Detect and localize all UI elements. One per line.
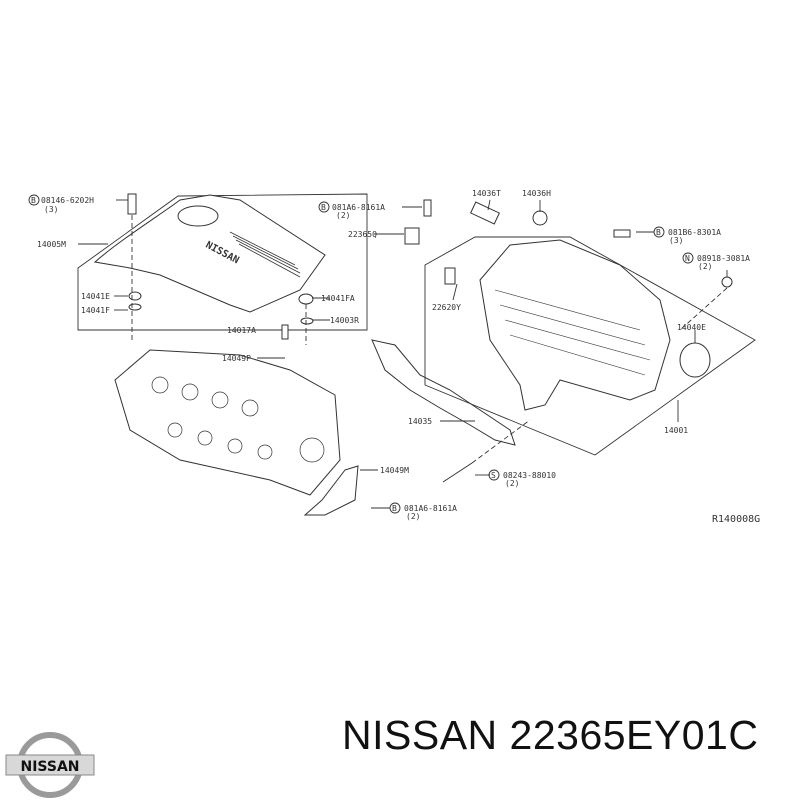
svg-text:(2): (2): [406, 512, 420, 521]
svg-text:S: S: [491, 471, 496, 480]
label-sensor: 22365Q: [348, 230, 377, 239]
label-cover: 14005M: [37, 240, 66, 249]
label-bolt-bracket: 081A6-8161A: [404, 504, 457, 513]
part-number-caption: NISSAN 22365EY01C: [342, 712, 759, 758]
label-bolt-r: 14003R: [330, 316, 359, 325]
label-bracket-p: 14049P: [222, 354, 251, 363]
manifold-outline: [424, 236, 756, 456]
plug: [470, 201, 500, 225]
label-bolt-a: 14017A: [227, 326, 256, 335]
label-gasket-ring: 14040E: [677, 323, 706, 332]
sensor: [404, 227, 420, 245]
label-bolt-manifold: 081B6-8301A: [668, 228, 721, 237]
clip: [532, 210, 548, 226]
label-grommet-e: 14041E: [81, 292, 110, 301]
label-top-left: 14036T: [472, 189, 501, 198]
valve: [444, 267, 456, 285]
label-valve: 22620Y: [432, 303, 461, 312]
parts-diagram: NISSAN: [28, 189, 760, 525]
ref-code: R140008G: [712, 514, 760, 525]
nut-icon: [721, 276, 733, 288]
svg-text:B: B: [321, 203, 326, 212]
cylinder-head: [114, 349, 341, 496]
label-gasket: 14035: [408, 417, 432, 426]
label-bracket-m: 14049M: [380, 466, 409, 475]
label-stud: 08243-88010: [503, 471, 556, 480]
svg-text:B: B: [656, 228, 661, 237]
svg-text:(3): (3): [44, 205, 58, 214]
svg-text:B: B: [392, 504, 397, 513]
label-nut: 08918-3081A: [697, 254, 750, 263]
svg-text:N: N: [685, 254, 690, 263]
bolt-manifold-icon: [613, 229, 631, 238]
label-bolt-sensor: 081A6-8161A: [332, 203, 385, 212]
label-top-right: 14036H: [522, 189, 551, 198]
label-grommet-f: 14041F: [81, 306, 110, 315]
label-manifold: 14001: [664, 426, 688, 435]
label-bolt-cover: 08146-6202H: [41, 196, 94, 205]
svg-text:(2): (2): [336, 211, 350, 220]
bolt-cover-icon: [127, 193, 137, 215]
nissan-logo: NISSAN: [4, 728, 96, 800]
svg-text:(2): (2): [505, 479, 519, 488]
bracket: [303, 465, 359, 516]
bolt-sensor-icon: [423, 199, 432, 217]
label-grommet-fa: 14041FA: [321, 294, 355, 303]
svg-text:NISSAN: NISSAN: [20, 759, 79, 775]
engine-cover: NISSAN: [77, 193, 368, 331]
svg-text:(2): (2): [698, 262, 712, 271]
gasket-ring: [679, 342, 711, 378]
intake-manifold: [479, 239, 671, 411]
svg-text:B: B: [31, 196, 36, 205]
callouts: B 08146-6202H (3) 14005M 14041E 14041F 1…: [28, 189, 760, 525]
svg-text:(3): (3): [669, 236, 683, 245]
